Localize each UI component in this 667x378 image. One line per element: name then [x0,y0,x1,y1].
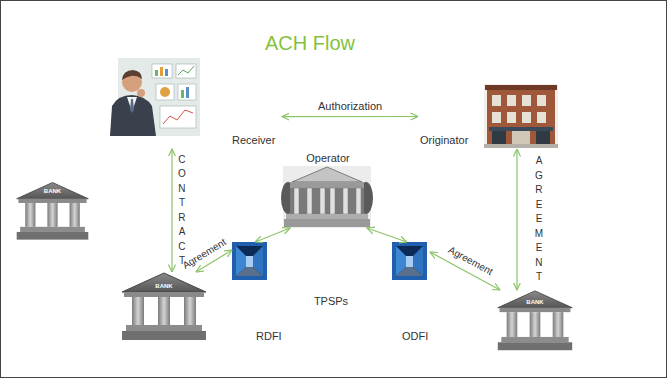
diagram-title: ACH Flow [265,31,355,55]
receiver-picture [127,97,137,112]
server-icon [232,242,267,280]
server-icon [392,242,427,280]
node-label: Receiver [232,134,275,147]
originator-picture [485,85,557,90]
operator-picture [307,188,312,214]
node-label: RDFI [256,330,282,343]
connector-arrow [171,149,172,272]
server-icon [232,242,267,280]
originator-picture [484,84,558,148]
originator-picture [537,112,546,123]
receiver-picture [160,87,170,97]
operator-picture [320,188,325,214]
receiver-picture [160,106,196,128]
operator-picture [343,188,348,214]
receiver-picture [155,70,158,76]
bank-icon [498,291,572,350]
originator-picture [492,95,501,106]
receiver-picture [163,110,193,124]
receiver-picture [181,90,184,98]
bank-sign: BANK [526,299,543,306]
picture-node: ODFI [398,290,578,352]
originator-picture [489,127,553,131]
receiver-picture [137,89,145,97]
bank-icon [17,183,89,240]
originator-picture [507,95,516,106]
receiver-picture [176,64,196,78]
operator-picture [286,214,368,219]
receiver-picture [178,84,196,100]
connector-label: AGREEMENT [534,154,544,285]
server-icon [392,242,427,280]
originator-picture [536,131,550,144]
node-label: Operator [282,152,374,165]
bank-icon [17,183,89,240]
bank-icon [498,291,572,350]
operator-picture [330,188,335,214]
originator-picture [492,131,506,144]
node-label: ODFI [402,330,428,343]
originator-picture [487,88,555,144]
operator-picture [290,182,364,188]
receiver-picture [156,84,174,100]
picture-node: Receiver [108,58,282,149]
operator-picture [284,219,370,227]
originator-picture [492,112,501,123]
receiver-picture [110,58,200,136]
originator-picture [484,84,558,148]
bank-sign: BANK [155,283,172,290]
operator-picture [290,188,364,214]
originator-picture [537,95,546,106]
picture-node: RDFI [120,272,286,345]
node-label: TPSPs [232,295,430,308]
receiver-picture [122,70,142,80]
receiver-picture [178,66,194,75]
connector-arrow [282,116,418,117]
operator-picture [356,188,361,214]
receiver-picture [152,64,172,78]
originator-picture [512,131,530,144]
connector-arrow [255,228,290,242]
connector-arrow [516,149,517,290]
originator-picture [507,112,516,123]
connector-label: Authorization [318,100,382,113]
receiver-picture [130,99,134,113]
picture-node: Originator [418,84,558,149]
bank-icon [122,273,206,340]
picture-node: TPSPs [232,242,430,310]
connector-arrow [367,228,407,242]
operator-picture [283,166,371,228]
operator-picture [281,166,373,228]
originator-picture [522,112,531,123]
bank-icon [122,273,206,340]
operator-picture [294,188,299,214]
node-label: Originator [420,134,468,147]
originator-picture [484,144,558,148]
receiver-picture [165,69,168,76]
originator-picture [522,95,531,106]
bank-sign: BANK [44,188,61,195]
receiver-picture [186,87,189,98]
receiver-picture [110,95,156,136]
receiver-picture [160,67,163,76]
picture-node: Operator [282,150,374,228]
connector-label: CONTRACT [177,153,187,269]
operator-picture [292,167,362,182]
